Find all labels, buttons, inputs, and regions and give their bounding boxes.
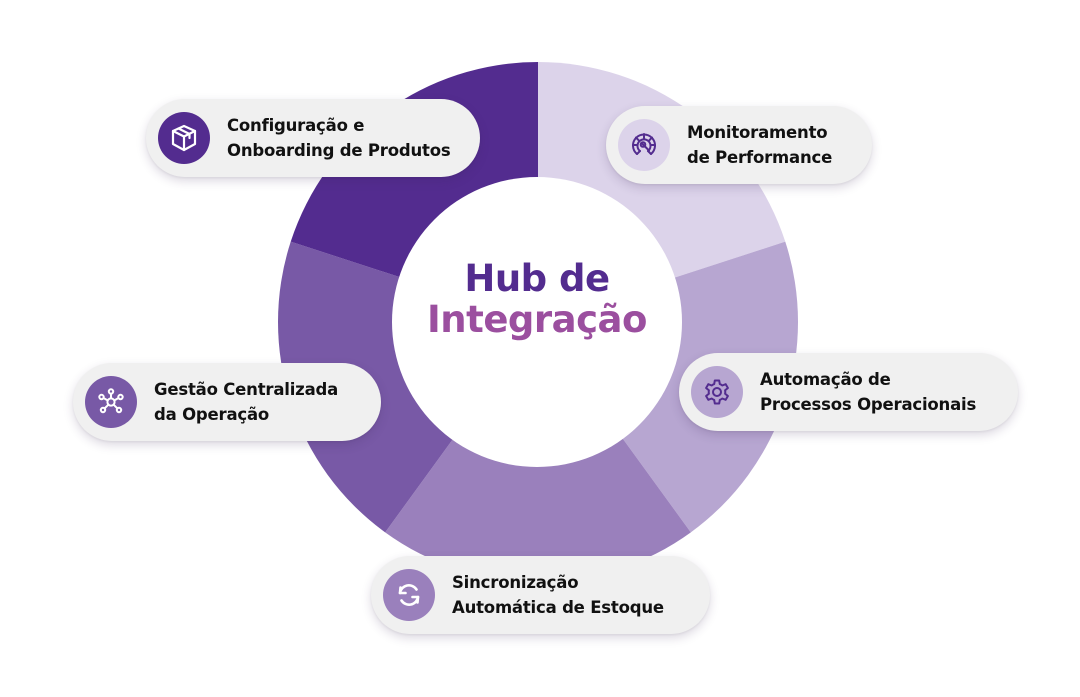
- box-icon-badge: [158, 112, 210, 164]
- card-automacao-processos[interactable]: Automação de Processos Operacionais: [679, 353, 1018, 431]
- hub-title: Hub de Integração: [392, 258, 682, 341]
- card-label-line1: Automação de: [760, 370, 891, 389]
- card-label-line1: Sincronização: [452, 573, 579, 592]
- gear-icon-badge: [691, 366, 743, 418]
- card-label-line1: Monitoramento: [687, 123, 828, 142]
- speedometer-icon: [632, 133, 656, 155]
- card-sincronizacao-estoque[interactable]: Sincronização Automática de Estoque: [371, 556, 710, 634]
- box-icon: [171, 124, 197, 152]
- card-label: Configuração e Onboarding de Produtos: [227, 113, 451, 163]
- card-label: Gestão Centralizada da Operação: [154, 377, 338, 427]
- card-label-line2: Processos Operacionais: [760, 395, 977, 414]
- card-label: Monitoramento de Performance: [687, 120, 832, 170]
- gear-icon: [705, 379, 729, 405]
- card-label-line1: Configuração e: [227, 116, 365, 135]
- hub-title-line2: Integração: [427, 298, 647, 342]
- card-label-line2: Automática de Estoque: [452, 598, 664, 617]
- card-label: Sincronização Automática de Estoque: [452, 570, 664, 620]
- network-hub-icon: [98, 388, 124, 414]
- sync-icon: [398, 584, 420, 606]
- card-label-line1: Gestão Centralizada: [154, 380, 339, 399]
- speedometer-icon-badge: [618, 119, 670, 171]
- card-monitoramento-performance[interactable]: Monitoramento de Performance: [606, 106, 872, 184]
- hub-title-line1: Hub de: [464, 257, 610, 300]
- card-label-line2: Onboarding de Produtos: [227, 141, 451, 160]
- card-label-line2: de Performance: [687, 148, 833, 167]
- card-configuracao-onboarding[interactable]: Configuração e Onboarding de Produtos: [146, 99, 480, 177]
- network-hub-icon-badge: [85, 376, 137, 428]
- card-gestao-centralizada[interactable]: Gestão Centralizada da Operação: [73, 363, 381, 441]
- hub-center-circle: [392, 177, 682, 467]
- sync-icon-badge: [383, 569, 435, 621]
- card-label: Automação de Processos Operacionais: [760, 367, 976, 417]
- card-label-line2: da Operação: [154, 405, 270, 424]
